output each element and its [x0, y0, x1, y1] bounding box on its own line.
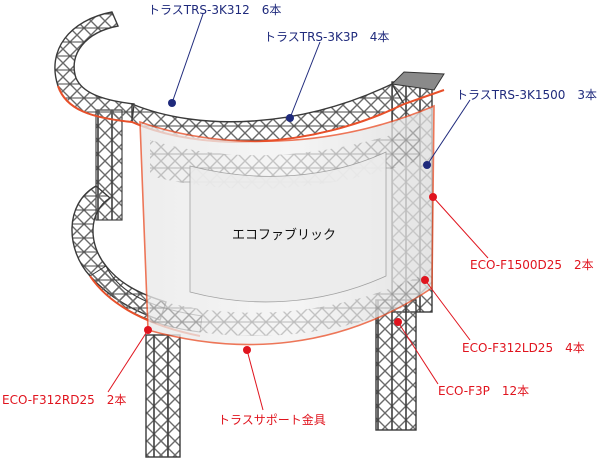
label-eco-f1500d25: ECO-F1500D25 2本	[470, 258, 594, 272]
label-eco-f312ld25: ECO-F312LD25 4本	[462, 341, 585, 355]
label-truss-support: トラスサポート金具	[218, 413, 326, 427]
label-eco-fabric: エコファブリック	[232, 228, 337, 243]
label-eco-f3p: ECO-F3P 12本	[438, 384, 530, 398]
eco-fabric-panel	[139, 104, 435, 346]
red-dots	[144, 193, 437, 354]
blue-dots	[168, 99, 431, 169]
label-eco-f312rd25: ECO-F312RD25 2本	[2, 393, 127, 407]
blue-leaders	[171, 13, 471, 166]
red-leaders	[107, 196, 489, 411]
label-trs-3k3p: トラスTRS-3K3P 4本	[264, 30, 390, 44]
label-trs-3k1500: トラスTRS-3K1500 3本	[456, 88, 598, 102]
label-trs-3k312: トラスTRS-3K312 6本	[148, 3, 282, 17]
left-lower-column	[145, 334, 181, 458]
